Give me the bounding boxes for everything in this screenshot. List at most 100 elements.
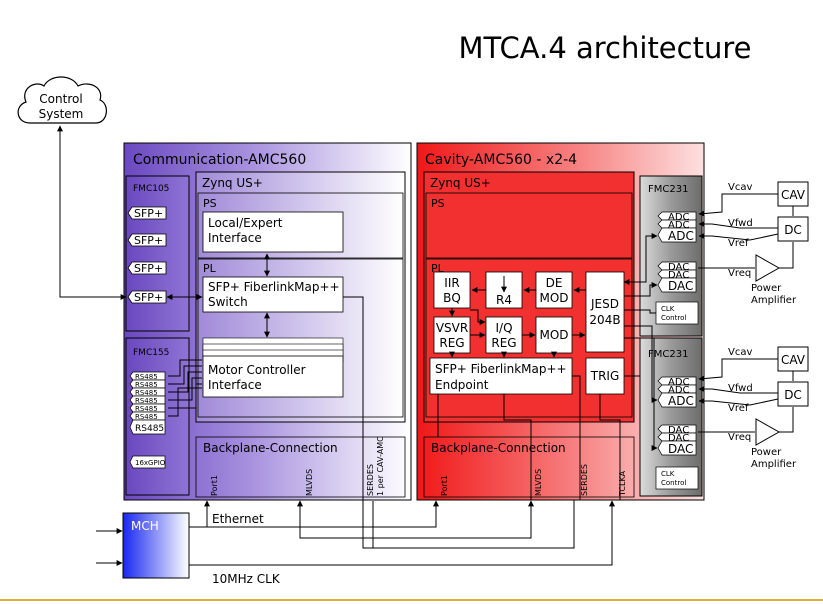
cav-port-label: Port1 — [440, 475, 449, 496]
jesd-links — [623, 233, 658, 451]
rf-signal-lines — [698, 358, 794, 433]
cav-label: CAV — [781, 188, 806, 202]
comm-port-label: 1 per CAV-AMC — [376, 436, 385, 496]
fmc231-label: FMC231 — [648, 349, 688, 360]
adc-label: ADC — [668, 385, 690, 396]
gpio-port — [129, 455, 166, 469]
vcav-label: Vcav — [728, 182, 752, 193]
local-expert-interface — [202, 211, 344, 253]
clk-control-label: CLK — [661, 470, 675, 478]
dc-box — [777, 381, 809, 407]
vcav-label: Vcav — [728, 347, 752, 358]
comm-ps-label: PS — [203, 197, 217, 210]
sfp-port-label: SFP+ — [134, 291, 163, 304]
cav-backplane-label: Backplane-Connection — [431, 441, 566, 455]
iq-label: REG — [491, 336, 516, 350]
control-system-link — [57, 125, 127, 300]
comm-backplane — [195, 436, 406, 498]
jesd-label: 204B — [589, 313, 620, 327]
mod-block — [535, 316, 573, 354]
fmc231-label: FMC231 — [648, 184, 688, 195]
dc-label: DC — [784, 223, 802, 237]
iir-bq-label: BQ — [443, 291, 461, 305]
power-amplifier-label: Power — [751, 447, 782, 458]
dac-label: DAC — [668, 279, 693, 293]
vref-label: Vref — [728, 238, 749, 249]
local-expert-label: Local/Expert — [208, 216, 283, 230]
power-amplifier-label: Amplifier — [751, 459, 797, 470]
power-amplifier-icon — [755, 254, 781, 282]
dac-stack — [657, 261, 697, 293]
demod-block — [535, 271, 573, 309]
adc-label: ADC — [668, 212, 690, 223]
dac-stack — [657, 424, 697, 456]
mch-label: MCH — [131, 519, 159, 533]
jesd204b-block — [585, 271, 625, 353]
comm-backplane-label: Backplane-Connection — [203, 441, 338, 455]
cav-zynq-label: Zynq US+ — [430, 176, 491, 190]
adc-label: ADC — [668, 394, 694, 408]
rs485-label: RS485 — [135, 381, 158, 389]
sfp-port-label: SFP+ — [134, 207, 163, 220]
demod-label: DE — [546, 276, 563, 290]
control-system-cloud-icon — [17, 76, 107, 124]
comm-port-label: MLVDS — [305, 469, 314, 496]
iir-bq-label: IIR — [444, 276, 459, 290]
cav-ps-block — [425, 192, 633, 259]
cav-port-label: SERDES — [580, 464, 589, 496]
dac-label: DAC — [668, 262, 689, 273]
adc-label: ADC — [668, 220, 690, 231]
rs485-label: RS485 — [135, 397, 158, 405]
comm-port-label: Port1 — [210, 475, 219, 496]
clk-control-block — [655, 466, 699, 490]
clk-control-label: Control — [661, 314, 686, 322]
rs485-label: RS485 — [135, 389, 158, 397]
vreq-label: Vreq — [728, 432, 751, 443]
vreq-label: Vreq — [728, 268, 751, 279]
iir-bq-block — [433, 271, 471, 309]
rs485-label: RS485 — [135, 413, 158, 421]
vfwd-label: Vfwd — [728, 383, 753, 394]
communication-amc-title: Communication-AMC560 — [133, 152, 306, 168]
motor-controller-stack — [202, 337, 344, 398]
ethernet-label: Ethernet — [212, 512, 264, 526]
cav-backplane-links — [437, 375, 621, 500]
control-system-label: System — [39, 107, 84, 121]
adc-stack — [657, 211, 697, 243]
dc-box — [777, 216, 809, 242]
fmc105-card — [125, 175, 190, 332]
page-title: MTCA.4 architecture — [459, 31, 752, 65]
motor-controller-label: Motor Controller — [208, 363, 306, 377]
comm-port-label: SERDES — [366, 464, 375, 496]
comm-pl-label: PL — [203, 262, 217, 275]
dc-label: DC — [784, 388, 802, 402]
comm-internal-links — [166, 253, 575, 549]
vfwd-label: Vfwd — [728, 218, 753, 229]
backplane-buses — [189, 500, 615, 566]
r4-label: R4 — [496, 293, 512, 307]
iq-label: I/Q — [495, 321, 512, 335]
clk10-label: 10MHz CLK — [212, 572, 281, 586]
control-system-label: Control — [39, 92, 82, 106]
dac-label: DAC — [668, 433, 689, 444]
cavity-amc-title: Cavity-AMC560 - x2-4 — [425, 152, 577, 168]
cav-port-label: MLVDS — [534, 469, 543, 496]
power-amplifier-icon — [755, 418, 781, 446]
jesd-label: JESD — [590, 297, 619, 311]
fiberlink-endpoint — [429, 357, 573, 395]
clk-control-label: Control — [661, 479, 686, 487]
iq-reg-block — [485, 316, 523, 354]
sfp-ports — [127, 206, 167, 304]
rs485-label: RS485 — [135, 405, 158, 413]
switch-label: SFP+ FiberlinkMap++ — [208, 280, 340, 294]
cav-ps-label: PS — [431, 197, 445, 210]
endpoint-label: SFP+ FiberlinkMap++ — [435, 362, 567, 376]
mod-label: MOD — [539, 328, 568, 342]
power-amplifier-label: Amplifier — [751, 295, 797, 306]
cav-port-label: TCLKA — [618, 470, 627, 497]
rf-signal-lines — [698, 193, 794, 269]
gpio-label: 16xGPIO — [135, 459, 166, 467]
local-expert-label: Interface — [208, 231, 262, 245]
vref-label: Vref — [728, 403, 749, 414]
